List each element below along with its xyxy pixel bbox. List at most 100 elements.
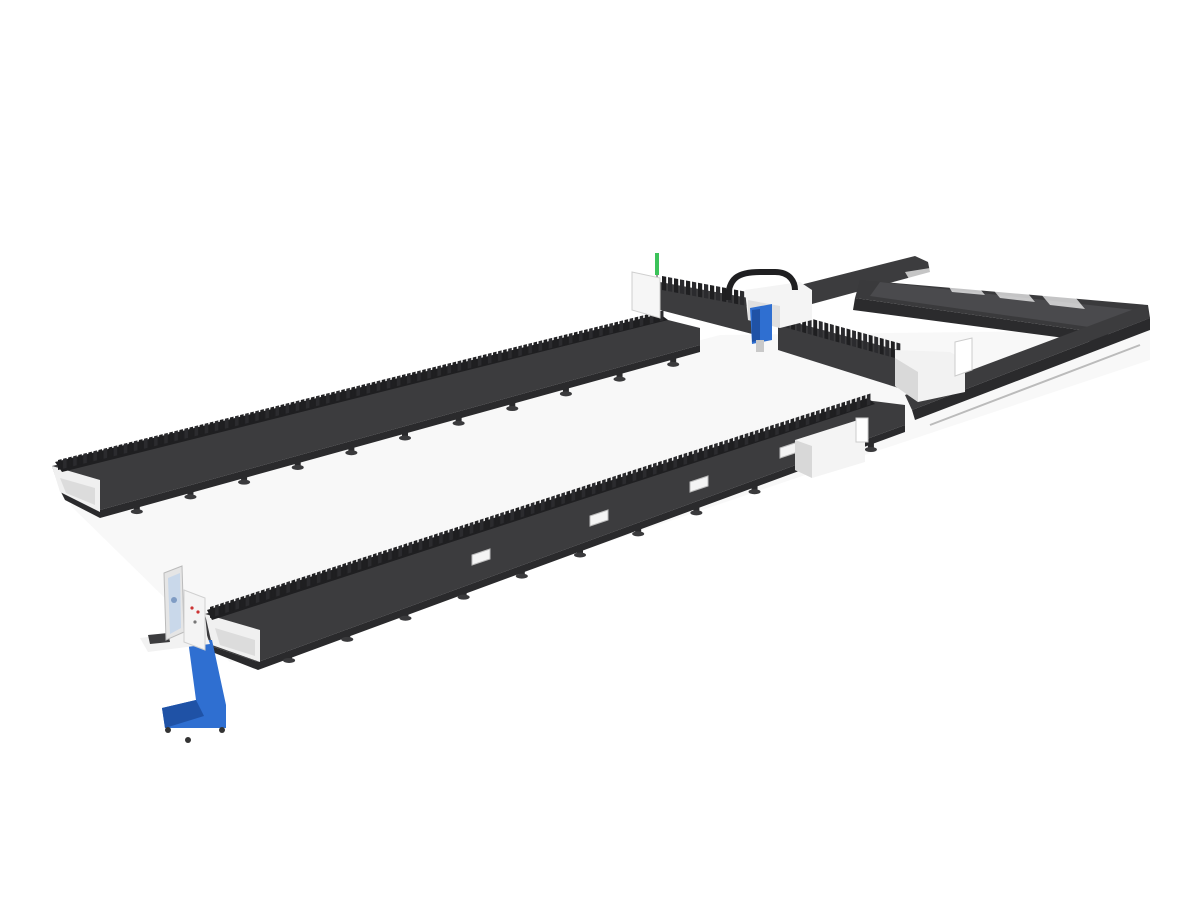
rail-tooth	[866, 393, 871, 406]
rail-tooth	[442, 364, 446, 375]
rail-tooth	[235, 415, 239, 427]
support-leg	[635, 524, 642, 533]
rail-tooth	[653, 462, 657, 475]
support-leg	[616, 370, 623, 379]
rail-tooth	[479, 518, 484, 531]
gantry-tooth	[846, 328, 851, 346]
rail-tooth	[154, 435, 158, 447]
rail-tooth	[184, 427, 188, 439]
rail-tooth	[624, 319, 629, 330]
rail-tooth	[224, 417, 229, 429]
rail-tooth	[434, 533, 438, 546]
support-leg	[402, 429, 408, 437]
rail-tooth	[315, 395, 320, 407]
rail-tooth	[336, 390, 340, 402]
rail-tooth	[149, 436, 153, 448]
rail-tooth	[403, 543, 408, 556]
gantry-tooth	[674, 278, 679, 294]
rail-tooth	[810, 411, 815, 424]
rail-tooth	[245, 594, 250, 607]
rail-tooth	[472, 356, 477, 368]
support-leg	[402, 609, 409, 618]
rail-tooth	[321, 394, 325, 405]
rail-tooth	[179, 429, 183, 440]
support-foot	[184, 494, 197, 500]
support-leg	[867, 440, 874, 449]
rail-tooth	[346, 387, 350, 399]
rail-tooth	[759, 428, 764, 441]
rail-tooth	[739, 434, 744, 447]
support-foot	[457, 594, 470, 600]
rail-tooth	[296, 577, 301, 591]
rail-tooth	[518, 345, 522, 357]
rail-tooth	[73, 455, 77, 467]
rail-tooth	[744, 433, 749, 446]
rail-tooth	[398, 544, 402, 558]
rail-tooth	[133, 440, 138, 452]
rail-tooth	[566, 490, 571, 503]
rail-tooth	[361, 384, 366, 395]
rail-tooth	[447, 362, 452, 374]
gantry-tooth	[863, 333, 868, 351]
rail-tooth	[376, 380, 381, 392]
rail-tooth	[250, 411, 254, 423]
right-rail-teeth	[210, 393, 871, 618]
rail-tooth	[775, 423, 779, 436]
gantry-tooth	[874, 336, 879, 354]
gantry-tooth	[835, 325, 840, 343]
rail-tooth	[378, 551, 382, 564]
rail-tooth	[693, 449, 698, 462]
gantry-tooth	[680, 279, 685, 295]
rail-tooth	[240, 595, 245, 609]
rail-tooth	[174, 430, 178, 442]
rail-tooth	[543, 339, 548, 350]
support-leg	[344, 630, 351, 639]
rail-tooth	[520, 505, 525, 518]
support-foot	[238, 479, 251, 485]
rail-tooth	[276, 584, 280, 597]
rail-tooth	[765, 426, 769, 439]
rail-tooth	[342, 563, 346, 576]
rail-tooth	[609, 322, 613, 334]
support-foot	[291, 464, 304, 470]
gantry-tooth	[740, 290, 745, 306]
support-leg	[455, 414, 462, 423]
rail-tooth	[270, 406, 274, 418]
gantry-tooth	[734, 289, 739, 305]
support-leg	[286, 651, 293, 660]
rail-tooth	[210, 605, 214, 618]
rail-tooth	[724, 439, 728, 452]
rail-tooth	[123, 442, 128, 454]
rail-tooth	[474, 520, 479, 533]
rail-tooth	[634, 316, 639, 328]
rail-tooth	[469, 521, 474, 535]
rail-tooth	[199, 424, 204, 435]
rail-tooth	[589, 327, 593, 339]
rail-tooth	[444, 530, 448, 543]
gantry-beam	[631, 253, 973, 402]
rail-tooth	[332, 566, 336, 579]
rail-tooth	[538, 340, 543, 352]
rail-tooth	[386, 377, 391, 389]
support-foot	[399, 435, 411, 441]
rail-tooth	[836, 403, 840, 416]
gantry-tooth	[857, 331, 862, 349]
gantry-tooth	[813, 319, 818, 337]
rail-tooth	[831, 405, 835, 418]
rail-tooth	[754, 429, 759, 442]
rail-tooth	[381, 379, 386, 390]
gantry-tooth	[716, 286, 721, 301]
rail-tooth	[245, 412, 249, 424]
rail-tooth	[286, 581, 290, 594]
right-rail-legs	[283, 440, 877, 663]
rail-tooth	[371, 381, 376, 393]
rail-tooth	[490, 515, 494, 528]
rail-tooth	[418, 538, 423, 551]
support-leg	[562, 384, 569, 393]
rail-tooth	[533, 341, 538, 353]
rail-tooth	[790, 418, 795, 431]
rail-tooth	[138, 439, 143, 450]
support-foot	[574, 552, 586, 558]
rail-tooth	[225, 600, 229, 614]
support-foot	[690, 510, 703, 516]
